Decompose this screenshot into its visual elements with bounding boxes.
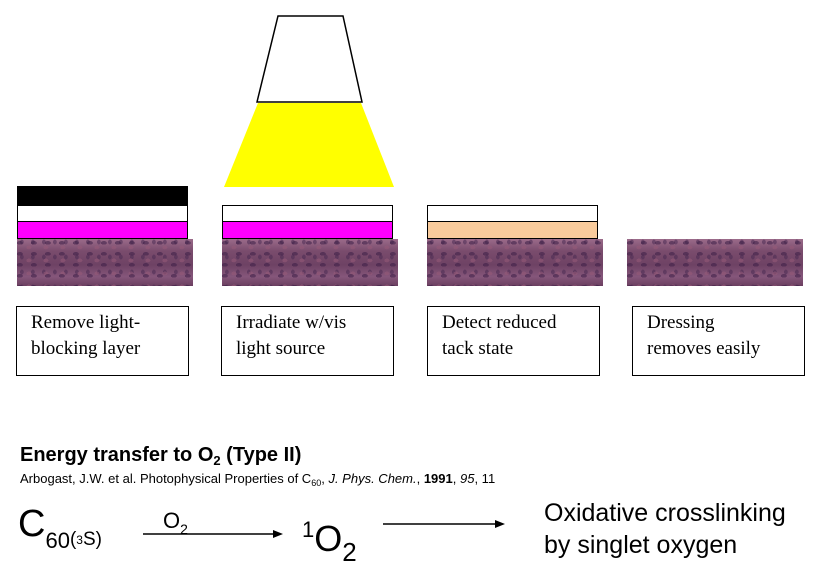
reaction-result: Oxidative crosslinking by singlet oxygen — [544, 497, 786, 561]
light-beam — [224, 103, 394, 187]
reduced-tack-layer — [427, 221, 598, 239]
citation-pages: , 11 — [474, 471, 496, 486]
heading-subscript: 2 — [213, 453, 221, 468]
citation-subscript: 60 — [311, 478, 322, 488]
lamp-icon — [222, 15, 397, 190]
tissue-layer — [627, 239, 803, 286]
citation-sep: , — [416, 471, 424, 486]
caption-line: removes easily — [647, 338, 761, 359]
clear-layer — [222, 205, 393, 222]
result-line: by singlet oxygen — [544, 531, 738, 559]
citation-year: 1991 — [423, 471, 453, 486]
citation-sep: , — [452, 471, 460, 486]
tissue-layer — [222, 239, 398, 286]
arrow-label-symbol: O — [163, 508, 181, 533]
step-caption-2: Irradiate w/vis light source — [221, 306, 394, 376]
heading-tail: (Type II) — [220, 444, 302, 466]
adhesive-layer — [17, 221, 188, 239]
citation-sep: , — [321, 471, 329, 486]
arrow-label-subscript: 2 — [180, 521, 188, 537]
caption-line: tack state — [442, 338, 514, 359]
citation-journal: J. Phys. Chem. — [328, 471, 417, 486]
arrow-label: O2 — [163, 508, 188, 537]
reactant-symbol: C — [18, 503, 46, 545]
product-subscript: 2 — [342, 537, 357, 567]
step-caption-3: Detect reduced tack state — [427, 306, 600, 376]
state-open: ( — [69, 529, 77, 550]
clear-layer — [427, 205, 598, 222]
light-blocking-layer — [17, 186, 188, 206]
adhesive-layer — [222, 221, 393, 239]
citation: Arbogast, J.W. et al. Photophysical Prop… — [20, 471, 495, 488]
clear-layer — [17, 205, 188, 222]
tissue-layer — [427, 239, 603, 286]
heading-text: Energy transfer to O — [20, 444, 214, 466]
caption-line: Dressing — [647, 312, 715, 333]
caption-line: blocking layer — [31, 338, 141, 359]
caption-line: Detect reduced — [442, 312, 557, 333]
state-superscript: 3 — [76, 533, 83, 547]
step-caption-1: Remove light- blocking layer — [16, 306, 189, 376]
caption-line: light source — [236, 338, 326, 359]
state-letter: S) — [82, 529, 102, 550]
reactant-subscript: 60 — [45, 528, 70, 553]
product-superscript: 1 — [302, 517, 315, 542]
caption-line: Remove light- — [31, 312, 141, 333]
product-singlet-oxygen: 1O2 — [302, 517, 357, 567]
citation-volume: 95 — [459, 471, 475, 486]
tissue-layer — [17, 239, 193, 286]
product-symbol: O — [314, 518, 343, 559]
result-line: Oxidative crosslinking — [544, 499, 786, 527]
section-heading: Energy transfer to O2 (Type II) — [20, 444, 301, 468]
reaction-arrow-1 — [143, 530, 283, 538]
caption-line: Irradiate w/vis — [236, 312, 347, 333]
step-caption-4: Dressing removes easily — [632, 306, 805, 376]
reactant-c60: C60(3S) — [18, 502, 102, 554]
citation-authors: Arbogast, J.W. et al. Photophysical Prop… — [20, 471, 312, 486]
reaction-arrow-2 — [383, 520, 505, 528]
